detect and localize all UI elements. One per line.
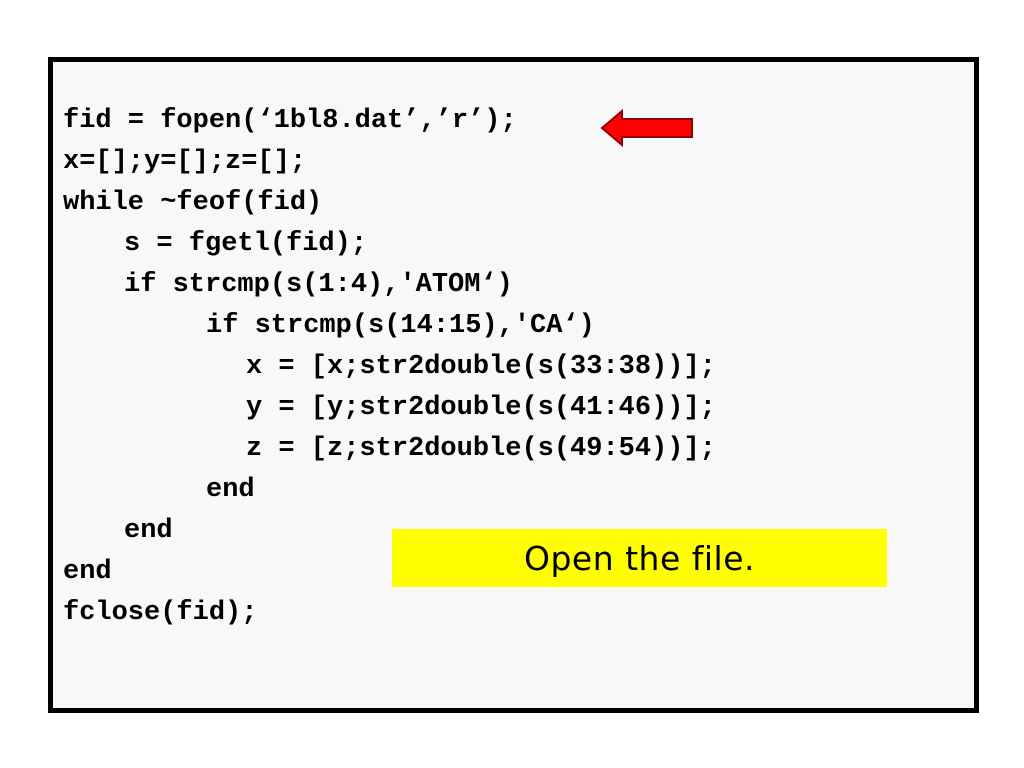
callout-text: Open the file. [523, 538, 756, 578]
arrow-shape [600, 109, 693, 147]
code-line-13: fclose(fid); [63, 598, 258, 628]
code-line-7: x = [x;str2double(s(33:38))]; [246, 352, 716, 382]
left-arrow-icon [600, 109, 693, 147]
code-line-9: z = [z;str2double(s(49:54))]; [246, 434, 716, 464]
code-line-11: end [124, 516, 173, 546]
code-line-10: end [206, 475, 255, 505]
code-line-2: x=[];y=[];z=[]; [63, 147, 307, 177]
code-line-6: if strcmp(s(14:15),'CA‘) [206, 311, 595, 341]
code-line-12: end [63, 557, 112, 587]
code-line-5: if strcmp(s(1:4),'ATOM‘) [124, 270, 513, 300]
code-line-8: y = [y;str2double(s(41:46))]; [246, 393, 716, 423]
code-block [48, 57, 979, 713]
code-line-1: fid = fopen(‘1bl8.dat’,’r’); [63, 106, 517, 136]
code-line-4: s = fgetl(fid); [124, 229, 368, 259]
code-line-3: while ~feof(fid) [63, 188, 323, 218]
callout-box: Open the file. [392, 529, 887, 587]
